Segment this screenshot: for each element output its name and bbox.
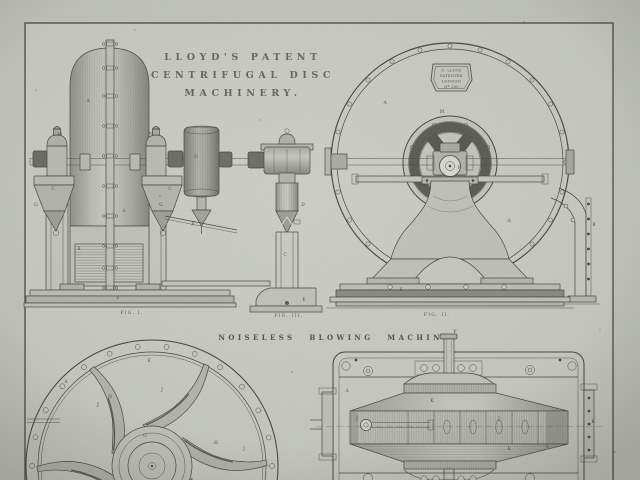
patent-engraving-plate: LLOYD'S PATENT CENTRIFUGAL DISC MACHINER… — [0, 0, 640, 480]
engraving-photo: LLOYD'S PATENT CENTRIFUGAL DISC MACHINER… — [0, 0, 640, 480]
photo-vignette — [0, 0, 640, 480]
